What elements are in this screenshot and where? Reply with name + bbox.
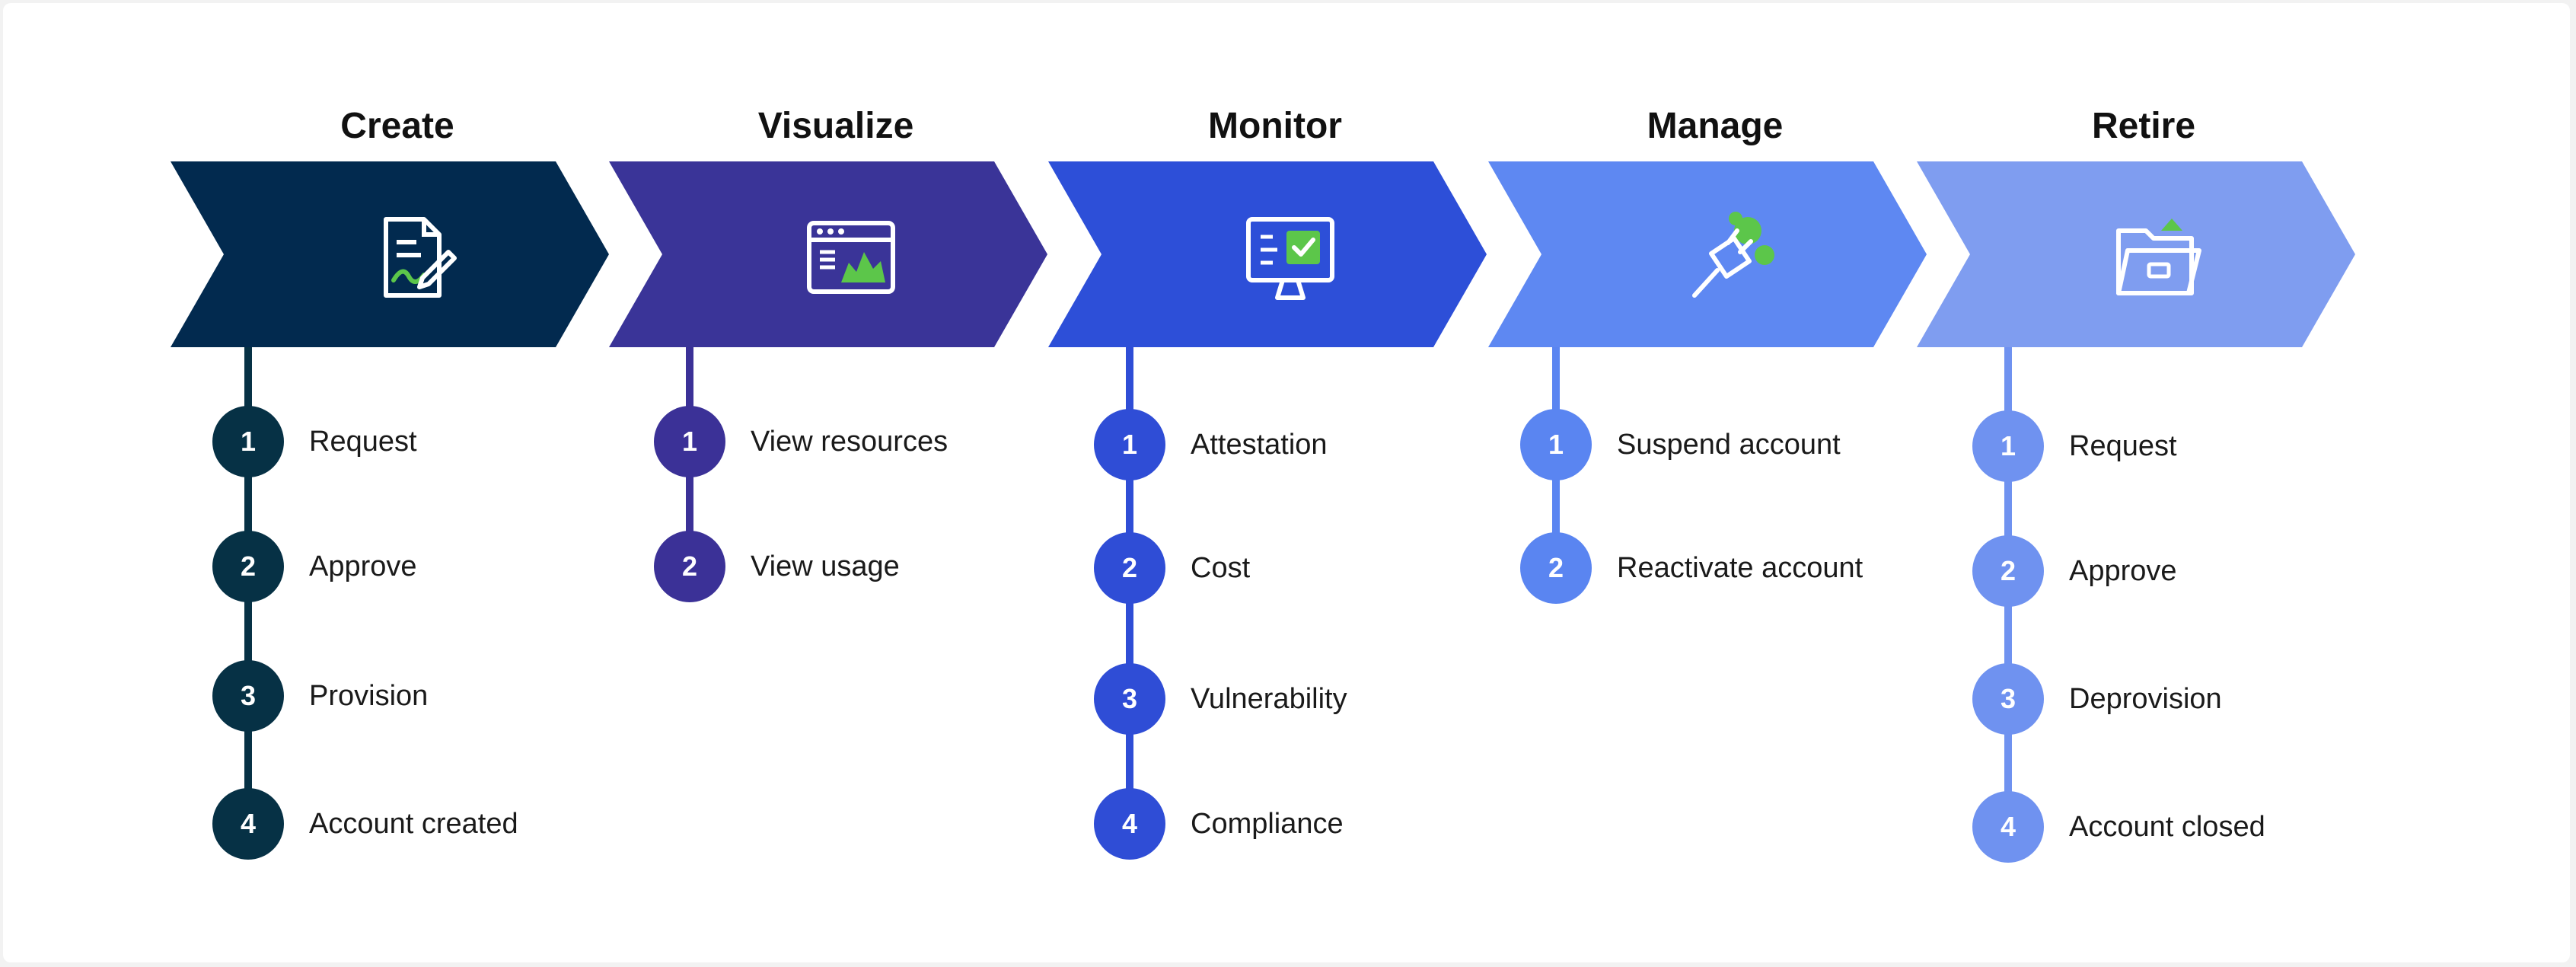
- stage-arrow-manage: [1488, 161, 1927, 347]
- stage-title: Manage: [1647, 106, 1784, 146]
- step-label: Account created: [309, 808, 518, 840]
- step-label: Cost: [1191, 552, 1251, 584]
- stage-arrows: [171, 161, 2355, 347]
- step-number-badge: 2: [654, 531, 725, 602]
- step-label: Provision: [309, 680, 429, 712]
- step-label: Reactivate account: [1617, 552, 1863, 584]
- stage-arrow-retire: [1917, 161, 2355, 347]
- step-number-badge: 2: [212, 531, 284, 602]
- step-label: View resources: [751, 426, 948, 458]
- monitor-check-icon-wrapper: [1241, 208, 1340, 311]
- step-label: Account closed: [2069, 811, 2265, 843]
- plug-connect-icon-wrapper: [1681, 208, 1780, 311]
- step-number-badge: 3: [1094, 663, 1165, 735]
- document-sign-icon-wrapper: [363, 208, 462, 311]
- stage-arrow-visualize: [609, 161, 1047, 347]
- step-number-badge: 2: [1094, 532, 1165, 604]
- step-number-badge: 4: [212, 788, 284, 860]
- step-label: Attestation: [1191, 429, 1328, 461]
- plug-connect-icon: [1692, 212, 1774, 298]
- stage-title: Monitor: [1208, 106, 1342, 146]
- step-label: Deprovision: [2069, 683, 2222, 715]
- step-number-badge: 1: [654, 406, 725, 477]
- stage-arrow-create: [171, 161, 609, 347]
- stage-title: Visualize: [757, 106, 914, 146]
- lifecycle-diagram: Create 1 Request 2 Approve 3 Provision 4 Account…: [3, 3, 2570, 962]
- step-number-badge: 3: [212, 660, 284, 732]
- stage-title: Retire: [2091, 106, 2196, 146]
- step-number-badge: 4: [1972, 791, 2044, 863]
- dashboard-chart-icon: [807, 221, 895, 294]
- document-sign-icon: [384, 217, 457, 298]
- step-label: Compliance: [1191, 808, 1344, 840]
- folder-archive-icon-wrapper: [2109, 208, 2208, 311]
- step-number-badge: 1: [1972, 410, 2044, 482]
- step-label: View usage: [751, 551, 900, 582]
- step-label: Approve: [309, 551, 417, 582]
- step-number-badge: 4: [1094, 788, 1165, 860]
- step-number-badge: 2: [1972, 535, 2044, 607]
- step-number-badge: 1: [1094, 409, 1165, 480]
- stage-arrow-monitor: [1048, 161, 1487, 347]
- step-label: Request: [2069, 430, 2177, 462]
- step-label: Vulnerability: [1191, 683, 1347, 715]
- folder-archive-icon: [2116, 219, 2201, 295]
- step-label: Approve: [2069, 555, 2177, 587]
- step-number-badge: 3: [1972, 663, 2044, 735]
- monitor-check-icon: [1246, 217, 1334, 300]
- step-label: Suspend account: [1617, 429, 1841, 461]
- step-number-badge: 1: [212, 406, 284, 477]
- step-number-badge: 1: [1520, 409, 1592, 480]
- dashboard-chart-icon-wrapper: [802, 208, 901, 311]
- step-label: Request: [309, 426, 417, 458]
- step-number-badge: 2: [1520, 532, 1592, 604]
- stage-title: Create: [340, 106, 454, 146]
